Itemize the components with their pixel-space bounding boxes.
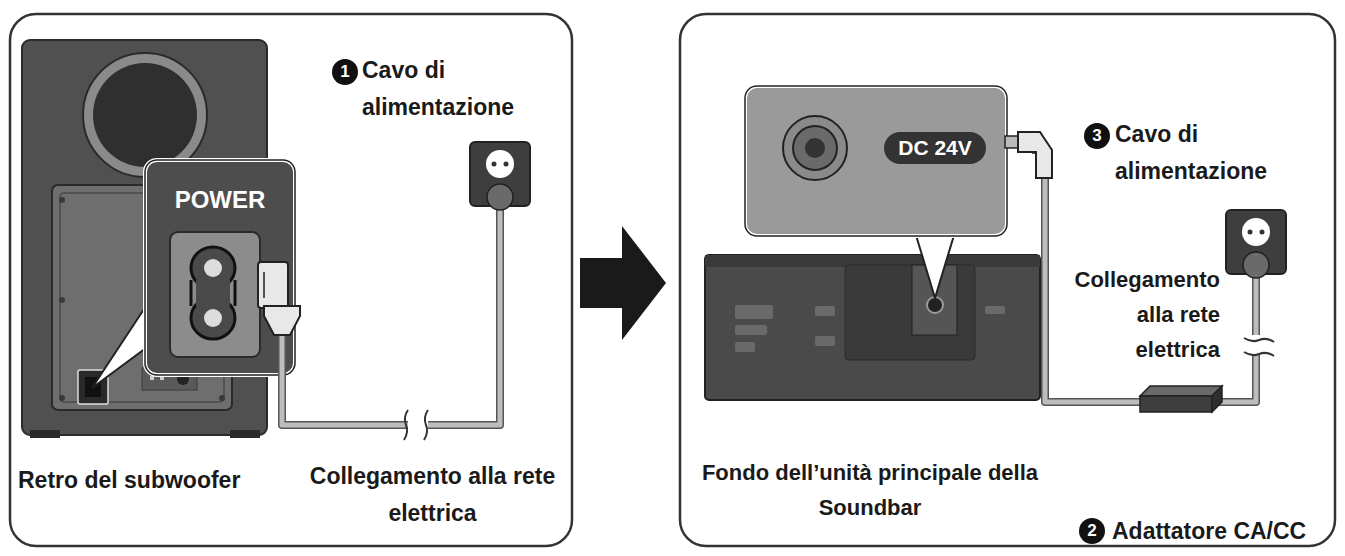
dc-port-pill: DC 24V bbox=[884, 132, 986, 164]
subwoofer-part bbox=[59, 197, 65, 203]
power-cable bbox=[282, 205, 500, 440]
soundbar-part bbox=[735, 342, 755, 352]
power-cable-part bbox=[282, 205, 500, 425]
node-text: POWER bbox=[175, 186, 266, 214]
power-plug-part bbox=[264, 306, 300, 335]
caption-label: Cavo di alimentazione bbox=[362, 52, 537, 126]
soundbar-part bbox=[815, 336, 835, 346]
ac-dc-adapter-part bbox=[1140, 386, 1222, 396]
soundbar-part bbox=[845, 265, 975, 360]
wall-outlet-part bbox=[504, 162, 509, 167]
power-plug bbox=[258, 262, 300, 335]
soundbar-part bbox=[705, 255, 1040, 400]
power-plug-part bbox=[263, 272, 265, 298]
power-callout-part bbox=[196, 280, 230, 306]
caption-label: Cavo di alimentazione bbox=[1115, 116, 1300, 190]
power-cable-part bbox=[404, 410, 428, 440]
soundbar-part bbox=[735, 325, 767, 335]
dc-callout-part bbox=[745, 86, 1007, 236]
wall-outlet-part bbox=[1248, 230, 1253, 235]
dc-plug-part bbox=[1018, 132, 1052, 178]
power-callout-part bbox=[170, 232, 260, 357]
power-callout bbox=[92, 160, 295, 388]
power-callout-part bbox=[145, 160, 295, 375]
power-callout-part bbox=[145, 160, 295, 375]
dc-cable-part bbox=[1032, 150, 1256, 402]
caption-label: Adattatore CA/CC bbox=[1112, 513, 1332, 550]
subwoofer-part bbox=[150, 376, 154, 380]
wall-outlet-part bbox=[1242, 218, 1270, 246]
dc-plug bbox=[1005, 132, 1052, 178]
step-arrow bbox=[580, 226, 666, 340]
power-label-box: POWER bbox=[169, 182, 272, 218]
dc-callout-part bbox=[805, 138, 825, 158]
wall-outlet-part bbox=[1260, 230, 1265, 235]
node-text: DC 24V bbox=[898, 136, 972, 160]
subwoofer-part bbox=[230, 430, 260, 438]
power-callout-part bbox=[92, 300, 150, 388]
dc-cable bbox=[1032, 150, 1274, 402]
dc-callout-part bbox=[793, 126, 837, 170]
subwoofer-part bbox=[93, 63, 197, 167]
callout-number: 2 bbox=[1079, 518, 1105, 544]
wall-outlet-part bbox=[487, 184, 513, 210]
caption-label: Collegamento alla rete elettrica bbox=[1062, 262, 1220, 368]
subwoofer-part bbox=[59, 395, 65, 401]
dc-callout-part bbox=[783, 116, 847, 180]
wall-outlet-part bbox=[1243, 252, 1269, 278]
right-panel bbox=[680, 14, 1335, 546]
power-callout-part bbox=[204, 259, 222, 277]
ac-dc-adapter-part bbox=[1212, 386, 1222, 412]
left-panel bbox=[10, 14, 572, 546]
callout-number: 3 bbox=[1084, 123, 1110, 149]
caption-label: Retro del subwoofer bbox=[18, 462, 288, 499]
dc-callout bbox=[745, 86, 1007, 298]
caption-label: Collegamento alla rete elettrica bbox=[305, 458, 560, 532]
wall-outlet bbox=[1226, 210, 1286, 278]
soundbar-part bbox=[735, 305, 773, 319]
wall-outlet-part bbox=[492, 162, 497, 167]
callout-number: 1 bbox=[332, 59, 358, 85]
subwoofer-part bbox=[30, 430, 60, 438]
soundbar bbox=[705, 255, 1040, 400]
power-callout-part bbox=[234, 280, 237, 306]
soundbar-part bbox=[985, 306, 1005, 314]
wall-outlet-part bbox=[486, 150, 514, 178]
soundbar-part bbox=[815, 306, 835, 316]
ac-dc-adapter bbox=[1140, 386, 1222, 412]
subwoofer-part bbox=[219, 395, 225, 401]
ac-dc-adapter-part bbox=[1140, 396, 1212, 412]
dc-cable-part bbox=[1032, 150, 1256, 402]
dc-callout-part bbox=[745, 86, 1007, 236]
caption-label: Fondo dell’unità principale della Soundb… bbox=[695, 455, 1045, 525]
wall-outlet bbox=[470, 142, 530, 210]
dc-cable-part bbox=[1244, 338, 1274, 356]
power-cable-part bbox=[282, 205, 500, 425]
power-plug-part bbox=[258, 262, 288, 308]
dc-callout-part bbox=[915, 232, 955, 298]
subwoofer-part bbox=[59, 297, 65, 303]
power-callout-part bbox=[190, 280, 193, 306]
dc-plug-part bbox=[1005, 136, 1019, 148]
power-callout-part bbox=[204, 309, 222, 327]
